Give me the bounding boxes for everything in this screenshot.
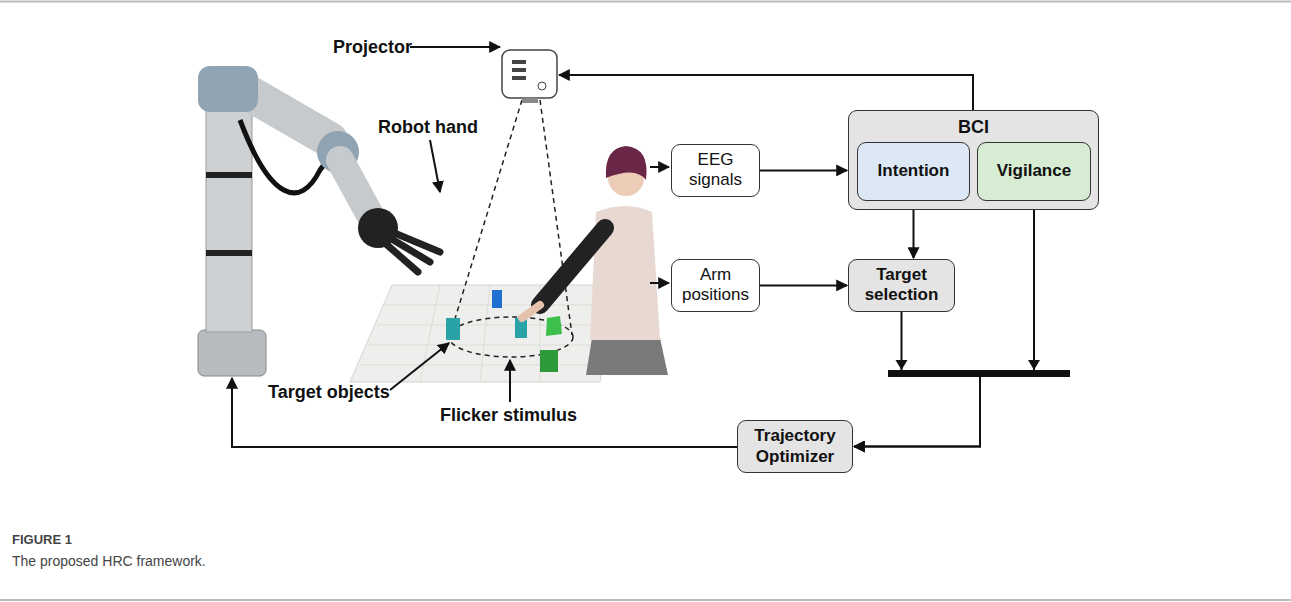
- signal-box: EEG signals: [671, 144, 760, 197]
- object: [540, 350, 558, 372]
- robot-fingers: [386, 232, 440, 272]
- table-grid: [360, 285, 610, 382]
- bar-arrowhead: [896, 360, 908, 370]
- bar-arrowhead: [1028, 360, 1040, 370]
- frame-line: [0, 599, 1291, 601]
- object: [446, 318, 460, 340]
- signal-arrow: [650, 166, 669, 168]
- robot-band: [206, 250, 252, 256]
- table: [350, 285, 612, 382]
- control-arrow: [232, 378, 737, 447]
- object: [492, 290, 502, 308]
- connector: [760, 169, 847, 171]
- process-box: Target selection: [848, 259, 955, 312]
- robot-band: [206, 172, 252, 178]
- signal-box: Arm positions: [671, 259, 760, 312]
- callout-label: Projector: [333, 37, 412, 58]
- robot-base: [198, 330, 266, 376]
- leader-arrow: [410, 46, 500, 48]
- process-box: Trajectory Optimizer: [737, 420, 853, 473]
- leader-arrow: [390, 343, 449, 390]
- figure-number: FIGURE 1: [12, 532, 72, 547]
- person-arm: [540, 228, 605, 305]
- node-text: Arm positions: [672, 265, 759, 306]
- leader-arrow: [430, 140, 440, 192]
- node-text: Vigilance: [993, 161, 1075, 181]
- eeg-cap: [606, 146, 647, 180]
- robot-joint: [198, 66, 258, 112]
- connector: [760, 284, 847, 286]
- person-hand: [522, 305, 540, 318]
- figure-caption: The proposed HRC framework.: [12, 553, 206, 569]
- vigilance-box: Vigilance: [977, 142, 1091, 201]
- connector: [854, 201, 1034, 447]
- signal-arrow: [650, 282, 669, 284]
- callout-label: Target objects: [268, 382, 390, 403]
- connector: [854, 312, 980, 447]
- node-text: Trajectory Optimizer: [738, 426, 852, 467]
- robot-forearm: [340, 160, 370, 215]
- robot-column: [206, 108, 252, 332]
- callout-label: Robot hand: [378, 117, 478, 138]
- frame-line: [0, 1, 1291, 3]
- object: [546, 316, 562, 336]
- leader-arrow: [509, 360, 511, 402]
- node-text: Intention: [874, 161, 954, 181]
- node-text: Target selection: [849, 265, 954, 306]
- node-text: EEG signals: [672, 150, 759, 191]
- bci-group: BCI Intention Vigilance: [848, 110, 1099, 210]
- intention-box: Intention: [857, 142, 970, 201]
- callout-label: Flicker stimulus: [440, 405, 577, 426]
- node-text: BCI: [954, 111, 993, 139]
- control-arrow: [559, 75, 973, 110]
- projector-icon: [502, 50, 557, 98]
- person-skirt: [586, 338, 668, 375]
